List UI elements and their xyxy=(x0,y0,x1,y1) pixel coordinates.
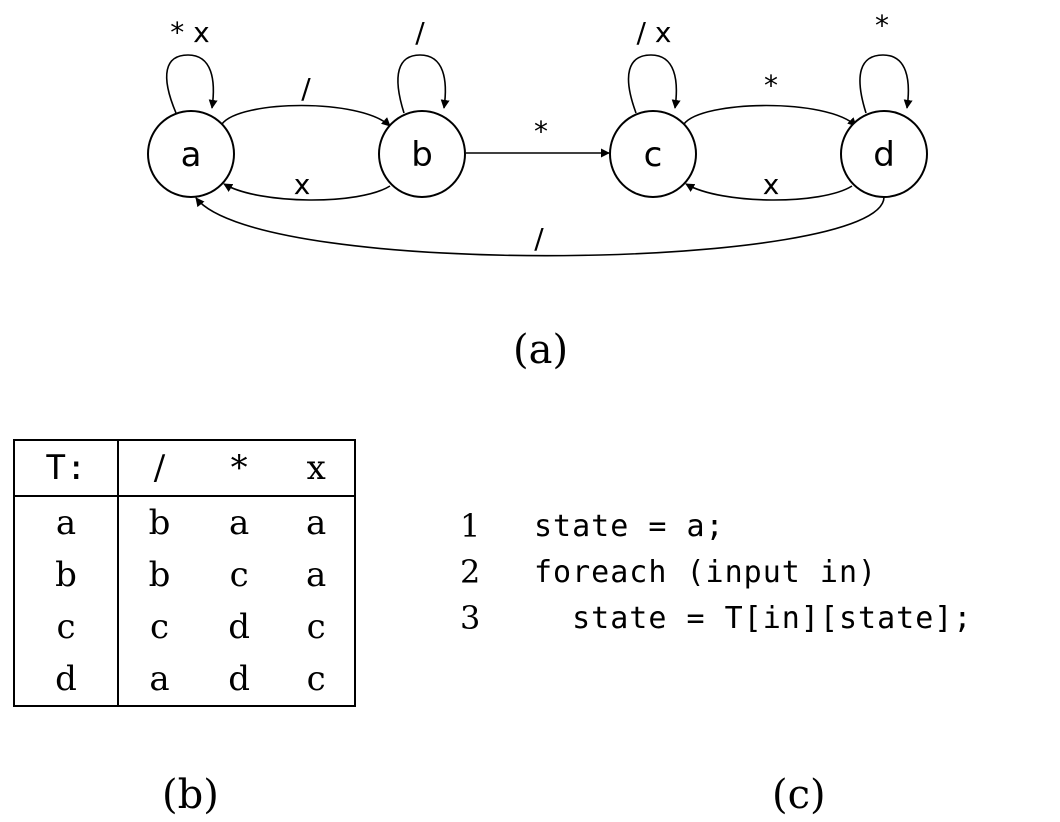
edge-b-b xyxy=(397,54,450,114)
table-row: b b c a xyxy=(13,549,356,601)
table-cell: d xyxy=(228,659,251,699)
code-text: state = a; xyxy=(534,508,725,544)
edge-a-a xyxy=(165,54,218,114)
row-state: a xyxy=(13,496,119,549)
state-b-label: b xyxy=(411,135,433,175)
edge-c-c xyxy=(627,54,681,114)
table-cell: c xyxy=(278,653,356,706)
table-header-row: T: / * x xyxy=(13,440,356,497)
table-row: d a d c xyxy=(13,653,356,706)
column-header-star: * xyxy=(199,440,279,497)
line-number: 3 xyxy=(460,599,481,637)
table-cell: c xyxy=(278,601,356,653)
row-state: c xyxy=(13,601,119,653)
code-listing: 1 state = a; 2 foreach (input in) 3 stat… xyxy=(460,503,972,641)
line-number: 1 xyxy=(460,507,481,545)
edge-label-a-a: * x xyxy=(170,16,209,49)
table-cell: a xyxy=(278,496,356,549)
column-header-x: x xyxy=(278,440,356,497)
edge-label-b-a: x xyxy=(294,168,311,201)
code-text: foreach (input in) xyxy=(534,554,878,590)
edge-a-b xyxy=(221,104,391,127)
edge-b-a xyxy=(223,183,391,201)
row-state: b xyxy=(13,549,119,601)
state-c: c xyxy=(609,110,697,198)
edge-label-b-c: * xyxy=(534,115,548,148)
code-line: 2 foreach (input in) xyxy=(460,549,972,595)
state-a: a xyxy=(147,110,235,198)
edge-d-c xyxy=(685,183,853,201)
edge-d-d xyxy=(859,54,913,114)
row-state: d xyxy=(13,653,119,706)
transition-table-panel: T: / * x a b a a b b c a c c d xyxy=(13,439,356,707)
code-line: 3 state = T[in][state]; xyxy=(460,595,972,641)
transition-table: T: / * x a b a a b b c a c c d xyxy=(13,439,356,707)
state-d-label: d xyxy=(873,135,895,175)
table-row: a b a a xyxy=(13,496,356,549)
edge-d-a xyxy=(195,196,885,257)
table-cell: b xyxy=(148,503,171,543)
line-number: 2 xyxy=(460,553,481,591)
edge-label-a-b: / xyxy=(301,72,311,105)
code-line: 1 state = a; xyxy=(460,503,972,549)
caption-b: (b) xyxy=(162,772,219,818)
edge-c-d xyxy=(683,104,857,127)
table-cell: c xyxy=(149,607,169,647)
table-cell: a xyxy=(149,659,170,699)
edge-label-d-a: / xyxy=(534,222,544,255)
state-machine-diagram: a b c d * x / x / * / x * x * / xyxy=(147,9,928,257)
edge-label-d-d: * xyxy=(875,9,889,42)
edge-label-c-c: / x xyxy=(637,16,672,49)
table-cell: a xyxy=(229,503,250,543)
table-cell: c xyxy=(229,555,249,595)
state-d: d xyxy=(840,110,928,198)
column-header-slash: / xyxy=(118,440,200,497)
caption-c: (c) xyxy=(772,772,826,818)
edge-label-b-b: / xyxy=(415,16,425,49)
state-b: b xyxy=(378,110,466,198)
table-cell: b xyxy=(148,555,171,595)
table-corner: T: xyxy=(13,440,119,497)
code-text: state = T[in][state]; xyxy=(534,600,973,636)
table-cell: d xyxy=(228,607,251,647)
edge-label-d-c: x xyxy=(763,168,780,201)
state-c-label: c xyxy=(644,135,663,175)
table-row: c c d c xyxy=(13,601,356,653)
caption-a: (a) xyxy=(513,327,569,373)
edge-label-c-d: * xyxy=(764,69,778,102)
state-a-label: a xyxy=(181,135,202,175)
table-cell: a xyxy=(278,549,356,601)
